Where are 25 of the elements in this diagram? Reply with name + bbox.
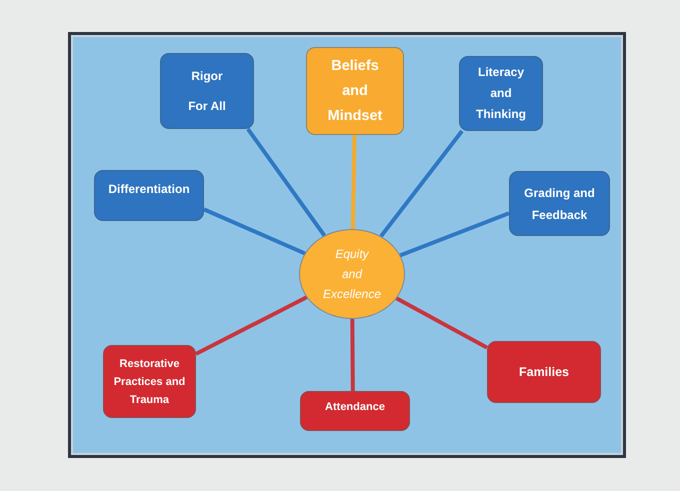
topic-box (509, 171, 610, 236)
topic-label: Attendance (324, 400, 386, 415)
connector-line (350, 134, 357, 230)
topic-box (487, 341, 601, 403)
topic-label: Equity and Excellence (322, 246, 382, 303)
topic-box (459, 56, 543, 131)
topic-label: Beliefs and Mindset (326, 56, 384, 126)
topic-box (160, 53, 254, 129)
topic-label: Differentiation (107, 180, 191, 198)
topic-label: Restorative Practices and Trauma (112, 356, 186, 408)
topic-box (103, 345, 196, 418)
topic-label: Grading and Feedback (523, 184, 596, 224)
topic-label: Rigor For All (187, 68, 227, 115)
topic-box (94, 170, 204, 221)
topic-label: Literacy and Thinking (475, 64, 527, 123)
connector-line (195, 295, 308, 356)
connector-line (203, 208, 306, 256)
connector-line (379, 130, 464, 238)
connector-line (350, 318, 355, 392)
topic-box (300, 391, 410, 431)
connector-line (400, 211, 510, 258)
topic-label: Families (518, 364, 570, 381)
connector-line (246, 128, 326, 237)
connector-line (396, 296, 488, 350)
topic-box (306, 47, 404, 135)
